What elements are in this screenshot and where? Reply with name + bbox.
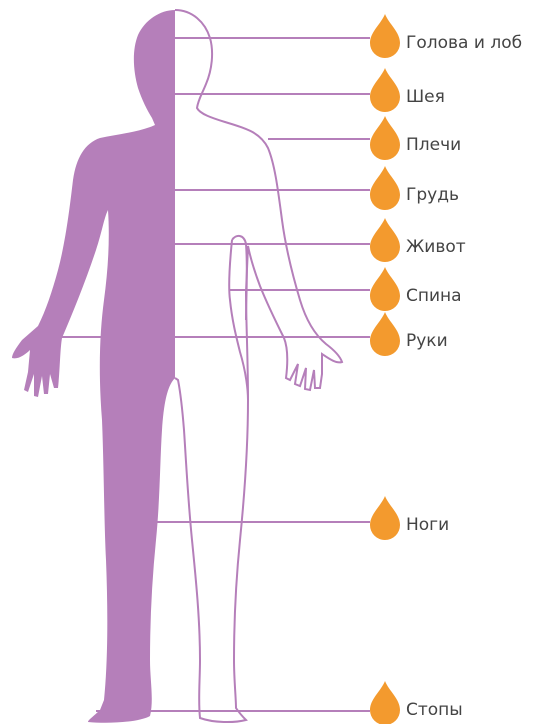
inner-arm-outline xyxy=(229,236,248,400)
label-head: Голова и лоб xyxy=(370,14,522,58)
drop-icon xyxy=(370,681,400,724)
label-arms: Руки xyxy=(370,312,448,356)
label-shoulders-text: Плечи xyxy=(406,135,461,155)
drop-icon xyxy=(370,267,400,311)
drop-icon xyxy=(370,116,400,160)
labels-group: Голова и лоб Шея Плечи Грудь Живот Спина… xyxy=(370,14,522,724)
label-chest: Грудь xyxy=(370,166,459,210)
drop-icon xyxy=(370,166,400,210)
drop-icon xyxy=(370,14,400,58)
label-legs-text: Ноги xyxy=(406,515,449,535)
drop-icon xyxy=(370,496,400,540)
label-legs: Ноги xyxy=(370,496,449,540)
body-silhouette-filled-half xyxy=(12,10,175,723)
label-back-text: Спина xyxy=(406,286,462,306)
label-chest-text: Грудь xyxy=(406,185,459,205)
label-back: Спина xyxy=(370,267,462,311)
label-feet-text: Стопы xyxy=(406,700,463,720)
label-neck: Шея xyxy=(370,68,445,112)
label-belly: Живот xyxy=(370,218,466,262)
body-silhouette-outline-half xyxy=(175,10,342,722)
label-arms-text: Руки xyxy=(406,331,448,351)
drop-icon xyxy=(370,312,400,356)
label-shoulders: Плечи xyxy=(370,116,461,160)
label-feet: Стопы xyxy=(370,681,463,724)
drop-icon xyxy=(370,68,400,112)
label-head-text: Голова и лоб xyxy=(406,33,522,53)
drop-icon xyxy=(370,218,400,262)
label-belly-text: Живот xyxy=(406,237,466,257)
label-neck-text: Шея xyxy=(406,87,445,107)
